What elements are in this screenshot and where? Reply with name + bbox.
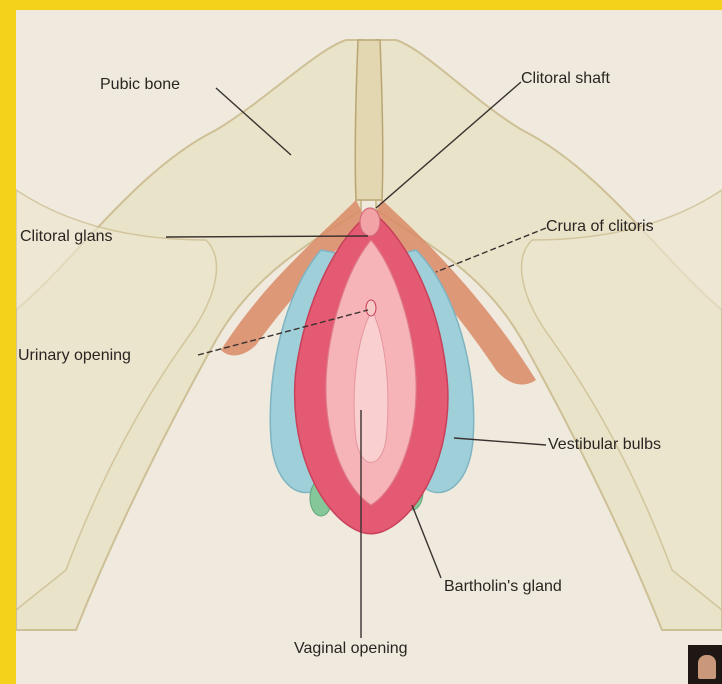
label-clitoral-glans: Clitoral glans <box>20 228 112 246</box>
label-vestibular-bulbs: Vestibular bulbs <box>548 436 661 454</box>
symphysis <box>355 40 383 200</box>
thigh-left <box>16 190 216 610</box>
leader-bartholins-gland <box>412 505 441 578</box>
urinary-opening-shape <box>366 300 376 316</box>
label-pubic-bone: Pubic bone <box>100 76 180 94</box>
leader-clitoral-glans <box>166 236 368 237</box>
person-photo-thumbnail <box>688 645 722 684</box>
label-bartholins-gland: Bartholin's gland <box>444 578 562 596</box>
person-photo-icon <box>698 655 716 679</box>
thigh-right <box>522 190 722 610</box>
label-crura-of-clitoris: Crura of clitoris <box>546 218 654 236</box>
illustration-panel: Pubic bone Clitoral shaft Clitoral glans… <box>16 10 722 684</box>
label-urinary-opening: Urinary opening <box>18 347 131 365</box>
clitoral-glans-shape <box>360 208 380 236</box>
label-clitoral-shaft: Clitoral shaft <box>521 70 610 88</box>
label-vaginal-opening: Vaginal opening <box>294 640 408 658</box>
